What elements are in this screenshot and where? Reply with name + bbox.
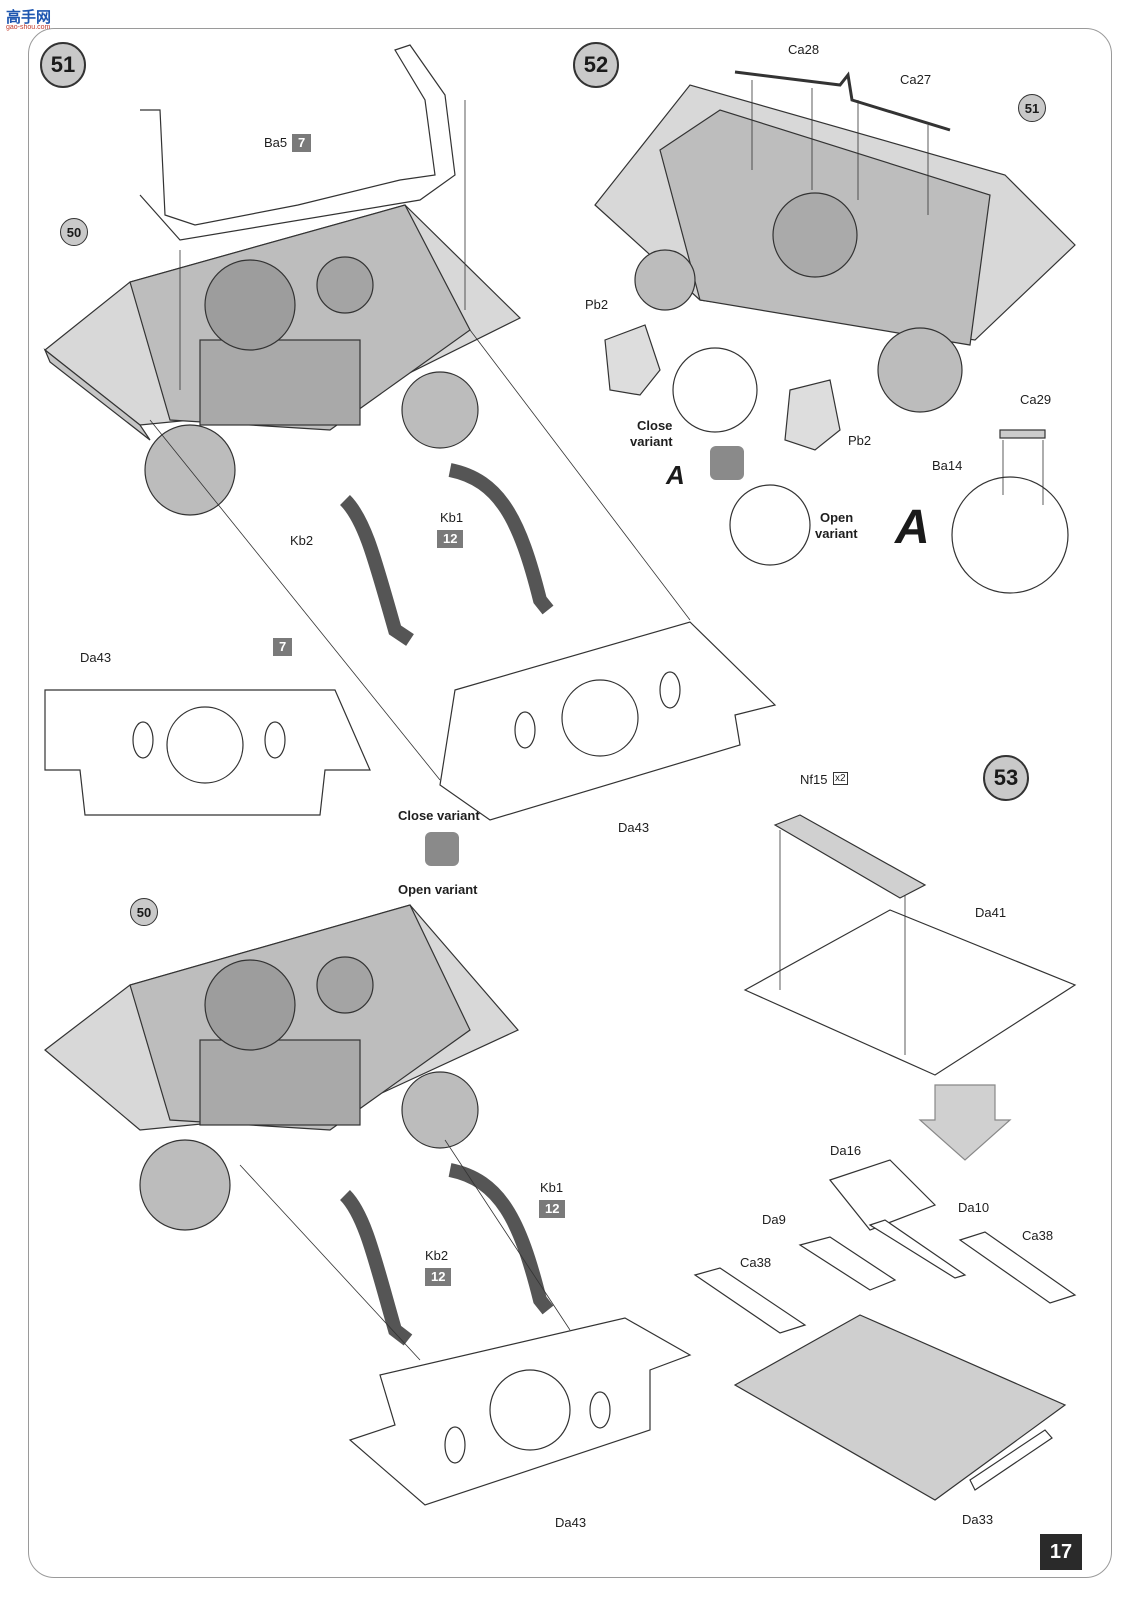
- ref-step-50-bottom: 50: [130, 898, 158, 926]
- pb2-right-part: [784, 379, 841, 451]
- sprue-da43: 7: [273, 638, 293, 656]
- label-open-variant: Open variant: [398, 882, 478, 897]
- sprue-kb1-bottom: 12: [539, 1200, 566, 1218]
- label-nf15: Nf15: [800, 772, 828, 787]
- label-open-variant-52-line2: variant: [815, 526, 858, 541]
- floor-assembly: [733, 1314, 1067, 1501]
- hull-rear-illustration-top: [43, 204, 522, 516]
- sprue-ba5: 7: [292, 134, 312, 152]
- label-kb2-bottom: Kb2: [425, 1248, 449, 1263]
- label-da43-bottom: Da43: [555, 1515, 587, 1530]
- label-ca38-left: Ca38: [740, 1255, 772, 1270]
- da9-part: [798, 1236, 897, 1291]
- label-da9: Da9: [762, 1212, 786, 1227]
- ca28-rod: [734, 70, 951, 132]
- down-arrow: [918, 1084, 1012, 1161]
- label-da43-left: Da43: [80, 650, 112, 665]
- pb2-left-part: [604, 324, 661, 396]
- kb2-pipe-top: [339, 495, 414, 646]
- swap-variant-icon: [425, 832, 459, 866]
- ca38-left-part: [693, 1267, 807, 1334]
- label-open-variant-52-line1: Open: [820, 510, 854, 525]
- kb1-pipe-top: [448, 463, 554, 615]
- label-ca38-right: Ca38: [1022, 1228, 1054, 1243]
- ca29-handle: [999, 429, 1046, 439]
- ba5-frame-outline: [139, 44, 456, 241]
- step-51-circle: 51: [40, 42, 86, 88]
- close-variant-hatch: [672, 347, 758, 433]
- step-53-circle: 53: [983, 755, 1029, 801]
- watermark-url: gao-shou.com: [6, 24, 51, 31]
- label-close-variant-52-line2: variant: [630, 434, 673, 449]
- label-da41: Da41: [975, 905, 1007, 920]
- da10-part: [868, 1219, 967, 1279]
- label-da33: Da33: [962, 1512, 994, 1527]
- label-kb1: Kb1: [440, 510, 464, 525]
- label-da10: Da10: [958, 1200, 990, 1215]
- label-ba5: Ba5: [264, 135, 288, 150]
- label-ca27: Ca27: [900, 72, 932, 87]
- label-da16: Da16: [830, 1143, 862, 1158]
- hull-front-illustration: [594, 84, 1076, 413]
- label-kb1-bottom: Kb1: [540, 1180, 564, 1195]
- ba14-hatch: [951, 476, 1069, 594]
- sprue-kb2-bottom: 12: [425, 1268, 452, 1286]
- da41-plate: [743, 909, 1077, 1076]
- nf15-bar: [773, 814, 927, 899]
- sprue-kb1: 12: [437, 530, 464, 548]
- label-close-variant: Close variant: [398, 808, 480, 823]
- label-a-small: A: [666, 460, 685, 490]
- ca38-right-part: [958, 1231, 1077, 1304]
- label-ca29: Ca29: [1020, 392, 1052, 407]
- step-52-circle: 52: [573, 42, 619, 88]
- ref-step-50-top: 50: [60, 218, 88, 246]
- ref-step-51: 51: [1018, 94, 1046, 122]
- kb1-pipe-bottom: [448, 1163, 554, 1315]
- label-a-big: A: [895, 501, 930, 554]
- label-pb2-right: Pb2: [848, 433, 872, 448]
- swap-variant-icon-52: [710, 446, 744, 480]
- label-close-variant-52-line1: Close: [637, 418, 673, 433]
- hull-rear-illustration-bottom: [44, 904, 519, 1231]
- label-da43-right: Da43: [618, 820, 650, 835]
- kb2-pipe-bottom: [339, 1190, 413, 1346]
- da33-strip: [969, 1429, 1053, 1491]
- da16-part: [828, 1159, 937, 1231]
- label-ca28: Ca28: [788, 42, 820, 57]
- label-kb2: Kb2: [290, 533, 314, 548]
- label-pb2-left: Pb2: [585, 297, 609, 312]
- label-ba14: Ba14: [932, 458, 963, 473]
- page-number: 17: [1040, 1534, 1082, 1570]
- watermark-logo: 高手网: [6, 9, 52, 26]
- open-variant-hatch: [729, 484, 811, 566]
- label-nf15-qty: x2: [833, 772, 848, 785]
